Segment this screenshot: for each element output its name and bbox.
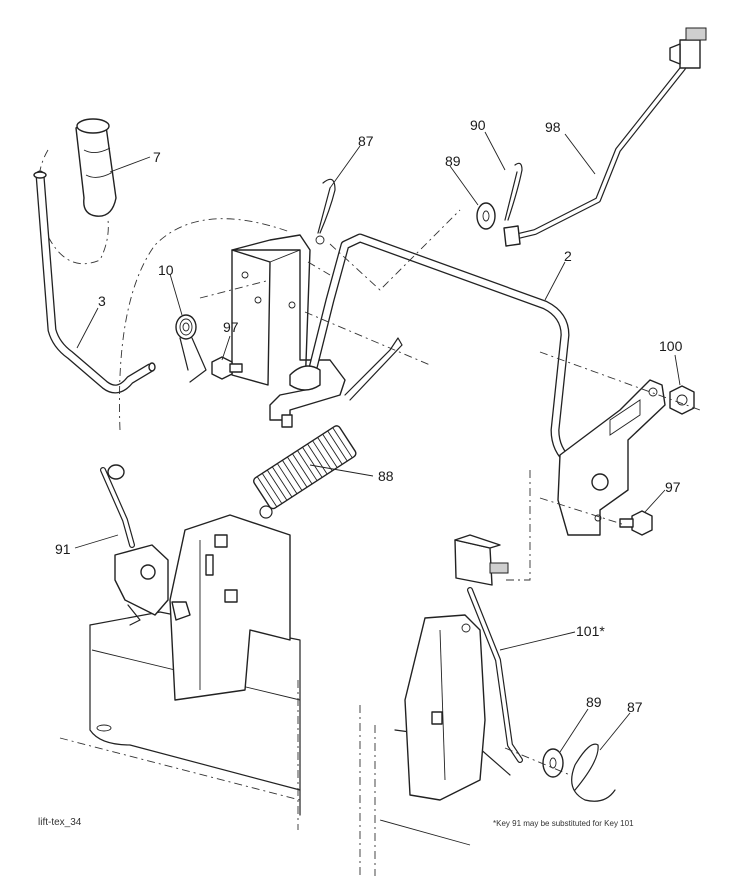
right-deck-bracket <box>404 614 486 801</box>
callout-97-upper: 97 <box>223 319 239 335</box>
callout-101: 101* <box>576 623 605 639</box>
callout-2: 2 <box>564 248 572 264</box>
bolt-lower <box>619 510 653 536</box>
callout-88: 88 <box>378 468 394 484</box>
alignment-lines <box>119 209 701 776</box>
callout-97-lower: 97 <box>665 479 681 495</box>
figure-id: lift-tex_34 <box>38 817 82 828</box>
torsion-spring <box>175 314 207 383</box>
left-deck-bracket <box>169 514 291 701</box>
callout-3: 3 <box>98 293 106 309</box>
callout-91: 91 <box>55 541 71 557</box>
right-pivot-arm <box>557 379 666 536</box>
callout-90: 90 <box>470 117 486 133</box>
lift-handle-rod <box>33 170 156 394</box>
hair-pin-clip-upper <box>315 178 336 245</box>
callout-98: 98 <box>545 119 561 135</box>
handle-grip <box>37 118 117 265</box>
hair-pin-clip-90 <box>504 162 523 221</box>
link-rod-101 <box>454 534 523 763</box>
substitution-note: *Key 91 may be substituted for Key 101 <box>493 819 634 828</box>
callout-89-lower: 89 <box>586 694 602 710</box>
adjust-rod <box>503 27 707 247</box>
callout-7: 7 <box>153 149 161 165</box>
hex-nut <box>669 385 695 415</box>
pivot-bracket <box>231 234 346 428</box>
hair-pin-clip-lower <box>571 743 616 802</box>
callout-89-upper: 89 <box>445 153 461 169</box>
callout-87-upper: 87 <box>358 133 374 149</box>
callout-10: 10 <box>158 262 174 278</box>
callout-100: 100 <box>659 338 683 354</box>
washer-89-upper <box>476 202 496 230</box>
washer-89-lower <box>542 748 564 778</box>
callout-87-lower: 87 <box>627 699 643 715</box>
extension-spring <box>253 337 403 519</box>
callout-labels: 7 87 90 98 89 10 2 3 97 100 88 97 91 101… <box>55 117 683 715</box>
leader-lines <box>74 131 681 753</box>
link-rod-91 <box>100 464 191 626</box>
bolt-upper <box>211 356 243 380</box>
lift-shaft <box>289 233 575 467</box>
